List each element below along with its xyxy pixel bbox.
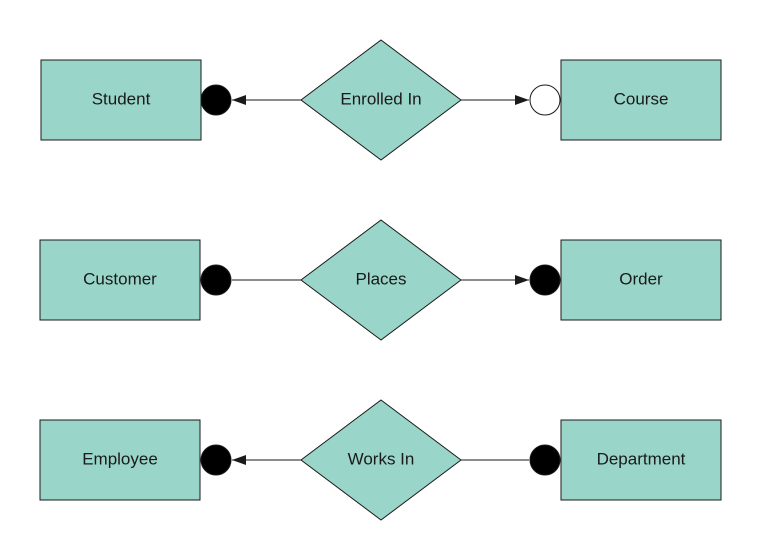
right-cardinality-marker (529, 84, 561, 116)
relationship-row-3: Employee Department Works In (39, 399, 722, 521)
left-cardinality-marker (200, 444, 232, 476)
entity-label: Order (619, 269, 663, 288)
right-arrowhead (515, 275, 529, 285)
relationship-diamond[interactable] (300, 219, 462, 341)
entity-box[interactable] (39, 419, 201, 501)
left-cardinality-marker (200, 264, 232, 296)
relationship-label: Enrolled In (340, 89, 421, 108)
relationship-diamond[interactable] (300, 39, 462, 161)
entity-label: Department (597, 449, 686, 468)
entity-label: Customer (83, 269, 157, 288)
entity-box[interactable] (560, 239, 722, 321)
right-arrowhead (515, 95, 529, 105)
entity-box[interactable] (40, 59, 202, 141)
relationship-label: Works In (348, 449, 415, 468)
entity-label: Student (92, 89, 151, 108)
relationship-diamond[interactable] (300, 399, 462, 521)
relationship-row-1: Student Course Enrolled In (40, 39, 722, 161)
left-arrowhead (232, 95, 246, 105)
relationship-row-2: Customer Order Places (39, 219, 722, 341)
entity-box[interactable] (39, 239, 201, 321)
right-cardinality-marker (529, 444, 561, 476)
left-cardinality-marker (200, 84, 232, 116)
entity-box[interactable] (560, 419, 722, 501)
entity-box[interactable] (560, 59, 722, 141)
right-cardinality-marker (529, 264, 561, 296)
entity-label: Course (614, 89, 669, 108)
entity-label: Employee (82, 449, 158, 468)
left-arrowhead (232, 455, 246, 465)
relationship-label: Places (355, 269, 406, 288)
